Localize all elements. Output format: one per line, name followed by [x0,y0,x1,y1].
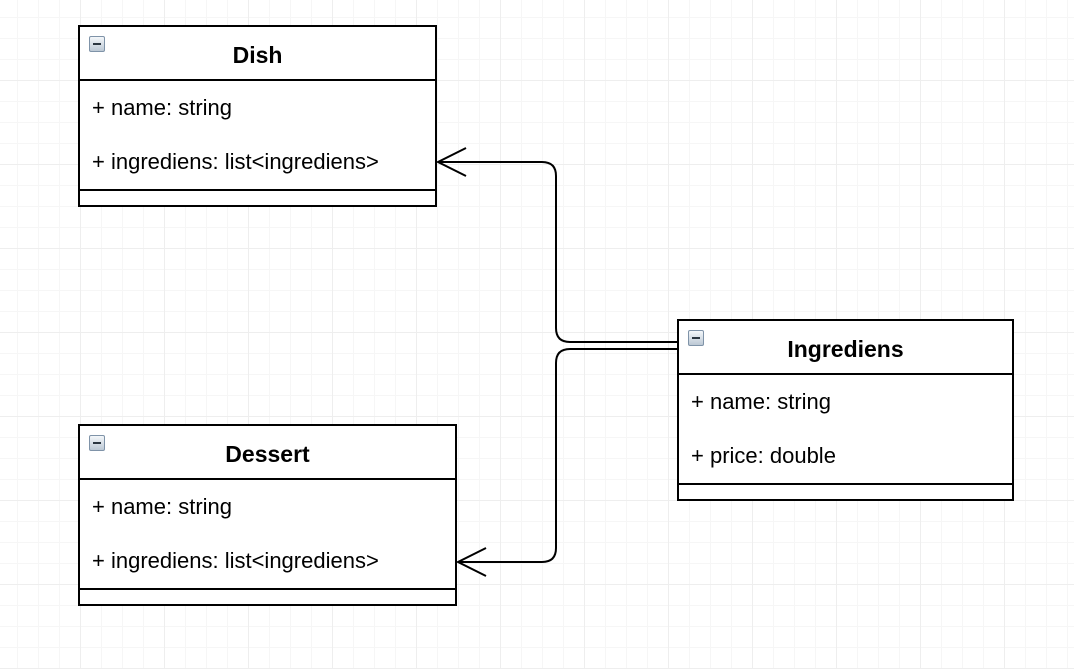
attribute[interactable]: + name: string [691,389,832,414]
attribute[interactable]: + name: string [92,95,233,120]
class-ingrediens-methods-section [679,483,1012,489]
class-dessert-attributes: + name: string + ingrediens: list<ingred… [80,480,455,588]
relation-ingrediens-to-dessert[interactable] [458,348,677,563]
class-dessert-methods-section [80,588,455,594]
attribute[interactable]: + name: string [92,494,233,519]
arrowhead-dessert-open-icon [455,547,487,577]
relation-ingrediens-to-dish[interactable] [438,161,677,343]
class-ingrediens-attributes: + name: string + price: double [679,375,1012,483]
class-ingrediens-title: Ingrediens [787,335,904,362]
class-dessert-header[interactable]: Dessert [80,426,455,480]
attribute[interactable]: + ingrediens: list<ingrediens> [92,149,379,174]
class-ingrediens-header[interactable]: Ingrediens [679,321,1012,375]
arrowhead-dish-open-icon [435,147,467,177]
attribute[interactable]: + ingrediens: list<ingrediens> [92,548,379,573]
class-dessert[interactable]: Dessert + name: string + ingrediens: lis… [78,424,457,606]
class-dish-header[interactable]: Dish [80,27,435,81]
class-dessert-title: Dessert [225,440,310,467]
class-ingrediens[interactable]: Ingrediens + name: string + price: doubl… [677,319,1014,501]
collapse-icon[interactable] [89,36,105,52]
collapse-icon[interactable] [688,330,704,346]
collapse-icon[interactable] [89,435,105,451]
class-dish-attributes: + name: string + ingrediens: list<ingred… [80,81,435,189]
class-dish-title: Dish [232,41,283,68]
class-dish[interactable]: Dish + name: string + ingrediens: list<i… [78,25,437,207]
class-dish-methods-section [80,189,435,195]
attribute[interactable]: + price: double [691,443,836,468]
